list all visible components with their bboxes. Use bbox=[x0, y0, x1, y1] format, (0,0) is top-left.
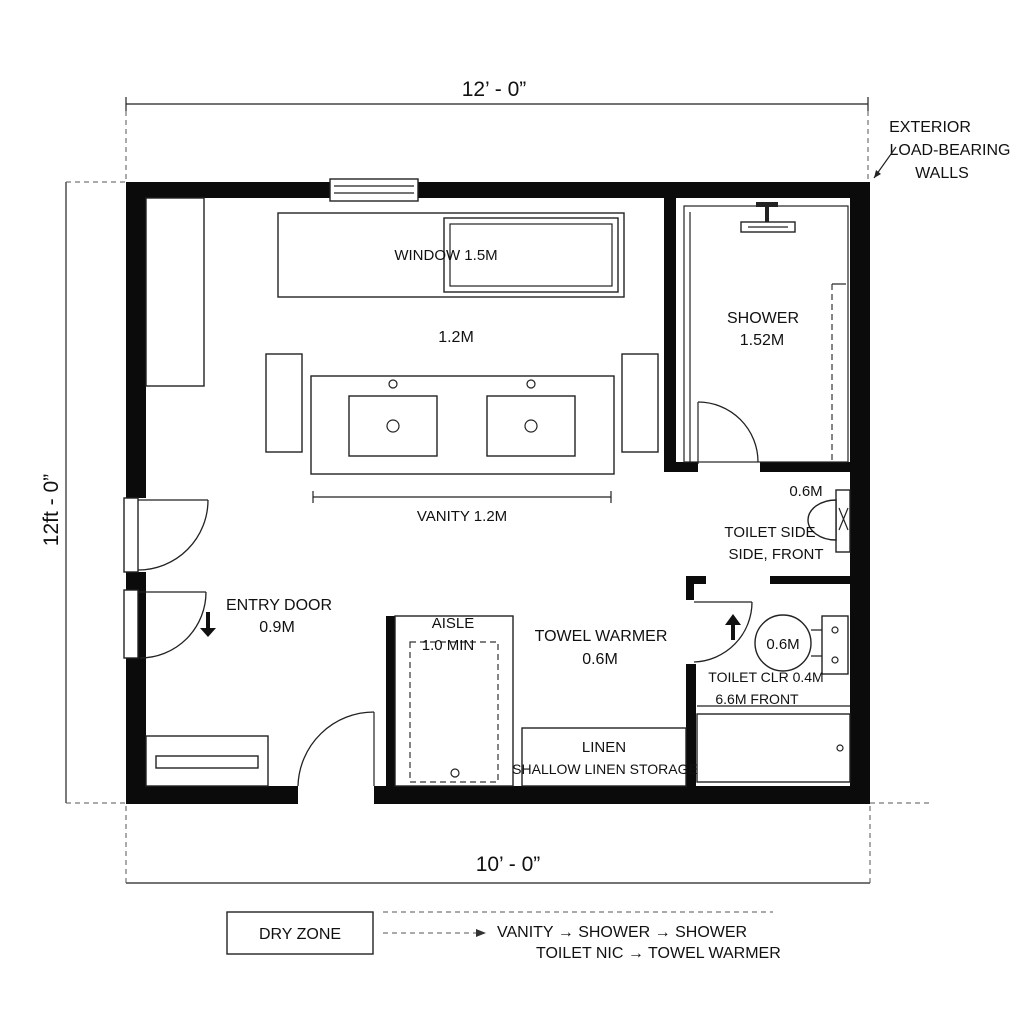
shower-door[interactable] bbox=[697, 401, 759, 464]
legend-flow-line1: VANITY → SHOWER → SHOWER bbox=[497, 924, 747, 941]
bottom-door[interactable] bbox=[297, 711, 375, 787]
toilet-side-dim-label: 0.6M bbox=[789, 483, 822, 500]
toilet-niche-walls bbox=[686, 576, 852, 788]
exterior-walls bbox=[126, 182, 870, 804]
legend-flow-line2: TOILET NIC → TOWEL WARMER bbox=[536, 945, 781, 962]
aisle-line1: AISLE bbox=[432, 615, 475, 632]
aisle-line2: 1.0 MIN bbox=[422, 637, 475, 654]
towel-line1: TOWEL WARMER bbox=[535, 628, 668, 645]
entry-line1: ENTRY DOOR bbox=[226, 597, 332, 614]
entry-door[interactable] bbox=[123, 589, 207, 659]
dry-zone-box bbox=[226, 911, 374, 955]
upper-side-door[interactable] bbox=[123, 497, 209, 573]
shower-size-label: 1.52M bbox=[740, 332, 784, 349]
toilet-clr-line1: TOILET CLR 0.4M bbox=[708, 669, 823, 685]
aisle-cabinet bbox=[386, 615, 514, 788]
linen-storage bbox=[521, 727, 687, 787]
toilet-side-line1: TOILET SIDE bbox=[724, 524, 815, 541]
walls-note-line1: EXTERIOR bbox=[889, 119, 971, 136]
towel-arrow-icon bbox=[725, 614, 741, 640]
window-label: WINDOW 1.5M bbox=[394, 247, 497, 264]
left-sink-icon bbox=[348, 379, 438, 457]
lower-toilet bbox=[754, 614, 849, 675]
lower-right-bench bbox=[696, 713, 851, 783]
shower-enclosure bbox=[664, 198, 852, 472]
entry-line2: 0.9M bbox=[259, 619, 295, 636]
window-panel bbox=[277, 212, 625, 298]
vanity bbox=[265, 353, 659, 503]
toilet-clr-line2: 6.6M FRONT bbox=[715, 691, 799, 707]
top-window bbox=[329, 178, 419, 202]
shower-head-icon bbox=[740, 202, 796, 233]
bottom-dimension-label: 10’ - 0” bbox=[476, 853, 541, 876]
walls-note-line2: LOAD-BEARING bbox=[890, 142, 1011, 159]
left-dimension: 12ft - 0” bbox=[40, 181, 126, 804]
vanity-label: VANITY 1.2M bbox=[417, 508, 507, 525]
linen-line1: LINEN bbox=[582, 739, 626, 756]
toilet-side-line2: SIDE, FRONT bbox=[728, 546, 823, 563]
entry-arrow-icon bbox=[200, 612, 216, 637]
upper-left-counter bbox=[145, 197, 205, 387]
toilet-circle-label: 0.6M bbox=[766, 636, 799, 653]
left-dimension-label: 12ft - 0” bbox=[40, 474, 63, 546]
linen-line2: SHALLOW LINEN STORAGE bbox=[512, 761, 698, 777]
towel-line2: 0.6M bbox=[582, 651, 618, 668]
bottom-dimension: 10’ - 0” bbox=[125, 802, 932, 884]
top-dimension-label: 12’ - 0” bbox=[462, 78, 527, 101]
zone-legend: DRY ZONE VANITY → SHOWER → SHOWER TOILET… bbox=[226, 911, 781, 962]
top-dimension: 12’ - 0” bbox=[125, 78, 869, 182]
walls-note-line3: WALLS bbox=[915, 165, 969, 182]
upper-toilet bbox=[807, 489, 851, 553]
vanity-width-label: 1.2M bbox=[438, 329, 474, 346]
right-sink-icon bbox=[486, 379, 576, 457]
bottom-left-bench bbox=[145, 735, 269, 787]
shower-name-label: SHOWER bbox=[727, 310, 799, 327]
dry-zone-label: DRY ZONE bbox=[259, 926, 341, 943]
exterior-walls-note: EXTERIOR LOAD-BEARING WALLS bbox=[873, 119, 1011, 182]
